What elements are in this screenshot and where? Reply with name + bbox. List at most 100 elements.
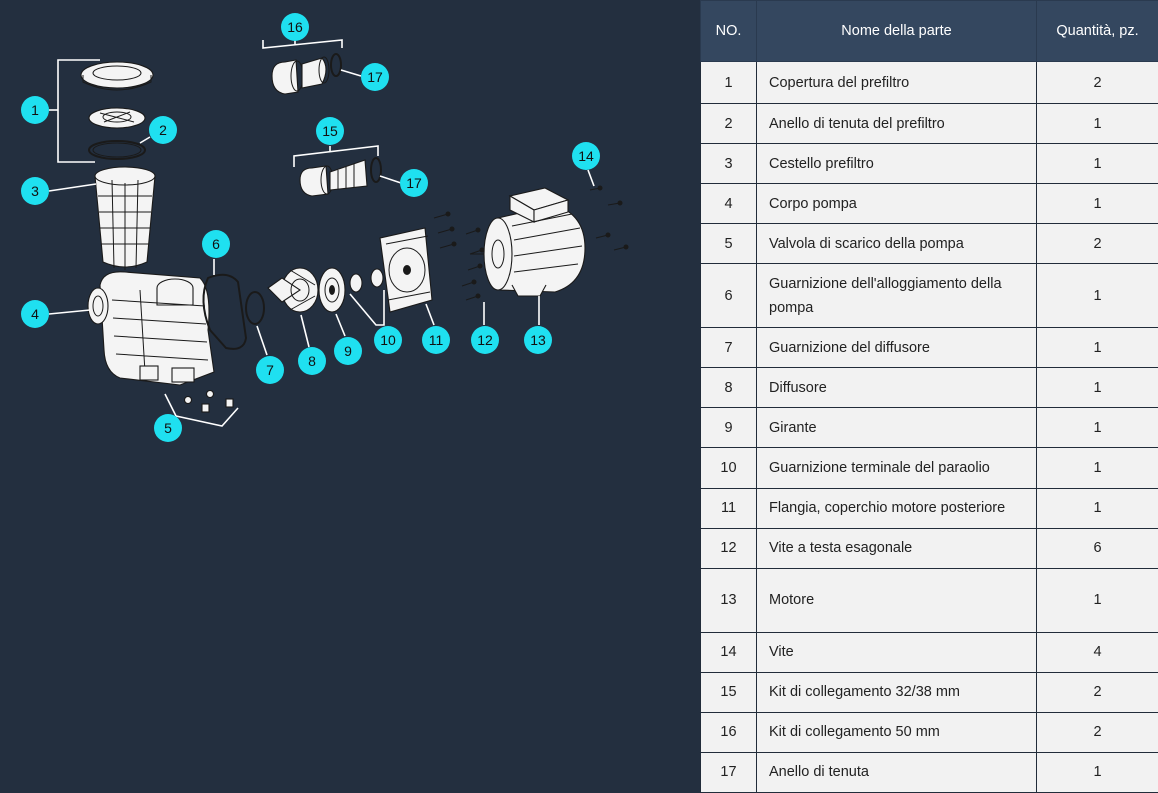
svg-text:15: 15 (322, 123, 338, 139)
cell-name: Cestello prefiltro (756, 143, 1037, 185)
cell-qty: 1 (1036, 103, 1158, 145)
cell-no: 12 (700, 527, 757, 569)
cell-name: Guarnizione del diffusore (756, 327, 1037, 369)
cell-name: Diffusore (756, 367, 1037, 409)
cell-no: 4 (700, 183, 757, 225)
cell-name: Anello di tenuta (756, 751, 1037, 793)
svg-text:16: 16 (287, 19, 303, 35)
cell-no: 3 (700, 143, 757, 185)
part-housing-gasket (202, 273, 248, 350)
callout-15: 15 (316, 117, 344, 145)
cell-qty: 6 (1036, 527, 1158, 569)
callout-17b: 17 (400, 169, 428, 197)
svg-text:17: 17 (367, 69, 383, 85)
cell-qty: 1 (1036, 327, 1158, 369)
callout-14: 14 (572, 142, 600, 170)
cell-name: Kit di collegamento 50 mm (756, 711, 1037, 753)
part-prefilter-seal (88, 140, 146, 160)
part-connection-kit-32-38 (299, 157, 382, 197)
cell-name: Vite a testa esagonale (756, 527, 1037, 569)
svg-text:4: 4 (31, 306, 39, 322)
callout-11: 11 (422, 326, 450, 354)
callout-12: 12 (471, 326, 499, 354)
part-diffuser-gasket (245, 291, 265, 325)
svg-text:6: 6 (212, 236, 220, 252)
cell-qty: 2 (1036, 60, 1158, 105)
callout-16: 16 (281, 13, 309, 41)
part-prefilter-cover (80, 61, 154, 129)
cell-no: 15 (700, 671, 757, 713)
cell-no: 10 (700, 447, 757, 489)
svg-text:5: 5 (164, 420, 172, 436)
cell-qty: 2 (1036, 671, 1158, 713)
diagram-svg: 1 2 3 4 5 6 7 8 9 10 11 12 13 14 15 16 1… (21, 13, 629, 442)
cell-name: Motore (756, 567, 1037, 633)
cell-qty: 1 (1036, 407, 1158, 449)
cell-no: 7 (700, 327, 757, 369)
cell-no: 9 (700, 407, 757, 449)
callout-3: 3 (21, 177, 49, 205)
cell-no: 14 (700, 631, 757, 673)
svg-text:13: 13 (530, 332, 546, 348)
cell-name: Kit di collegamento 32/38 mm (756, 671, 1037, 713)
callouts: 1 2 3 4 5 6 7 8 9 10 11 12 13 14 15 16 1… (21, 13, 600, 442)
callout-6: 6 (202, 230, 230, 258)
svg-text:10: 10 (380, 332, 396, 348)
part-hex-screws (433, 211, 485, 301)
header-qty: Quantità, pz. (1036, 0, 1158, 62)
callout-10: 10 (374, 326, 402, 354)
callout-9: 9 (334, 337, 362, 365)
callout-2: 2 (149, 116, 177, 144)
part-basket (94, 166, 156, 270)
cell-qty: 1 (1036, 567, 1158, 633)
table-header-row: NO. Nome della parte Quantità, pz. (700, 0, 1158, 62)
part-seal (349, 268, 384, 293)
exploded-pump-diagram: 1 2 3 4 5 6 7 8 9 10 11 12 13 14 15 16 1… (21, 13, 629, 442)
cell-no: 16 (700, 711, 757, 753)
cell-qty: 2 (1036, 711, 1158, 753)
callout-8: 8 (298, 347, 326, 375)
callout-17a: 17 (361, 63, 389, 91)
cell-name: Vite (756, 631, 1037, 673)
part-impeller (318, 267, 346, 313)
callout-4: 4 (21, 300, 49, 328)
cell-qty: 1 (1036, 487, 1158, 529)
cell-qty: 2 (1036, 223, 1158, 265)
cell-name: Flangia, coperchio motore posteriore (756, 487, 1037, 529)
header-name: Nome della parte (756, 0, 1037, 62)
cell-no: 6 (700, 263, 757, 329)
part-drain-valves (183, 389, 234, 413)
cell-name: Guarnizione terminale del paraolio (756, 447, 1037, 489)
cell-no: 5 (700, 223, 757, 265)
cell-name: Anello di tenuta del prefiltro (756, 103, 1037, 145)
cell-name: Copertura del prefiltro (756, 60, 1037, 105)
part-screws (589, 185, 629, 251)
cell-name: Girante (756, 407, 1037, 449)
part-flange (379, 227, 433, 313)
cell-qty: 1 (1036, 447, 1158, 489)
svg-text:2: 2 (159, 122, 167, 138)
callout-13: 13 (524, 326, 552, 354)
cell-qty: 1 (1036, 263, 1158, 329)
cell-qty: 4 (1036, 631, 1158, 673)
part-connection-kit-50 (271, 53, 342, 95)
svg-text:9: 9 (344, 343, 352, 359)
cell-no: 17 (700, 751, 757, 793)
svg-text:14: 14 (578, 148, 594, 164)
cell-no: 8 (700, 367, 757, 409)
callout-5: 5 (154, 414, 182, 442)
